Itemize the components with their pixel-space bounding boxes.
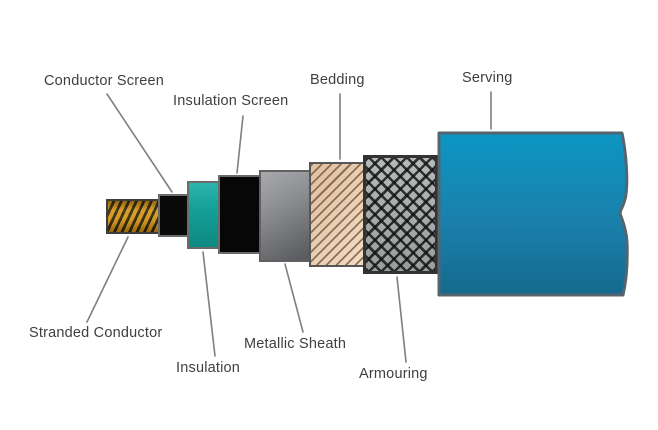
label-stranded-conductor: Stranded Conductor — [29, 325, 163, 341]
layer-metallic-sheath — [259, 170, 312, 262]
label-bedding: Bedding — [310, 72, 365, 88]
layer-stranded-conductor — [106, 199, 164, 234]
serving-shape — [437, 131, 629, 297]
leader-line-armouring — [396, 276, 407, 363]
leader-line-metallic-sheath — [284, 263, 304, 333]
leader-line-stranded-conductor — [86, 236, 129, 323]
label-insulation: Insulation — [176, 360, 241, 376]
label-insulation-screen: Insulation Screen — [173, 93, 289, 109]
leader-line-insulation — [202, 251, 216, 357]
layer-bedding — [309, 162, 365, 267]
leader-line-conductor-screen — [106, 93, 173, 193]
label-metallic-sheath: Metallic Sheath — [244, 336, 347, 352]
layer-serving — [437, 131, 629, 297]
label-serving: Serving — [462, 70, 513, 86]
layer-insulation-screen — [218, 175, 262, 254]
layer-armouring — [363, 155, 438, 274]
leader-line-insulation-screen — [236, 115, 244, 174]
layer-insulation — [187, 181, 220, 249]
label-armouring: Armouring — [359, 366, 428, 382]
layer-conductor-screen — [158, 194, 190, 237]
label-conductor-screen: Conductor Screen — [44, 73, 165, 89]
